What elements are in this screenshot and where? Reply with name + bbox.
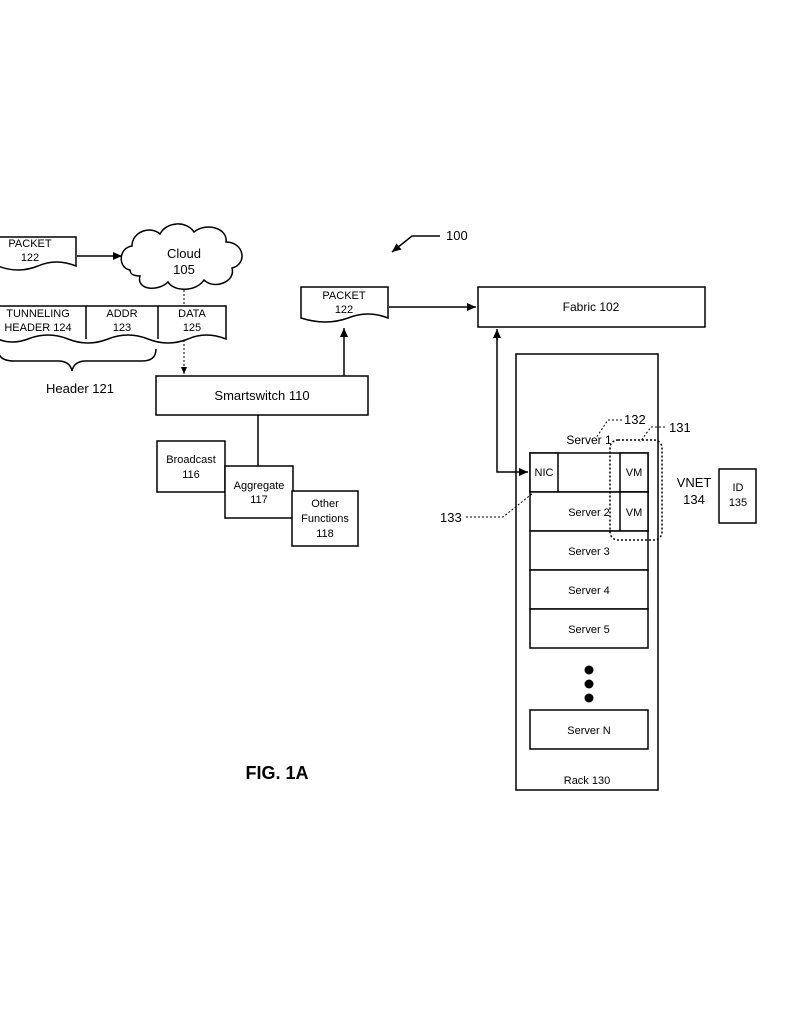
id-line1: ID xyxy=(733,482,744,494)
server2-label: Server 2 xyxy=(568,507,610,519)
server5-box xyxy=(529,608,649,649)
smartswitch-label: Smartswitch 110 xyxy=(214,388,309,403)
server5-label: Server 5 xyxy=(568,624,610,636)
vnet-line1: VNET xyxy=(677,475,712,490)
header-brace xyxy=(0,348,157,372)
ellipsis-dots xyxy=(584,665,594,703)
server1-label: Server 1 xyxy=(566,433,612,447)
tunneling-line2: HEADER 124 xyxy=(4,322,71,334)
vm2-label: VM xyxy=(626,507,643,519)
header-label: Header 121 xyxy=(46,381,114,396)
vm2-box xyxy=(619,491,649,532)
packet-left-line2: 122 xyxy=(21,252,39,264)
packet-mid-line1: PACKET xyxy=(322,290,365,302)
fabric-nic-connector xyxy=(496,332,528,476)
addr-line1: ADDR xyxy=(106,308,137,320)
aggregate-box xyxy=(224,465,294,519)
id-box xyxy=(718,468,757,524)
broadcast-box xyxy=(156,440,226,493)
server3-box xyxy=(529,530,649,571)
ref-132-label: 132 xyxy=(624,412,646,427)
packet-mid: PACKET 122 xyxy=(300,286,389,323)
figure-caption: FIG. 1A xyxy=(245,763,308,783)
ref-133-leader xyxy=(466,492,534,518)
vm1-box xyxy=(619,452,649,493)
figure-ref-label: 100 xyxy=(446,228,468,243)
packet-mid-line2: 122 xyxy=(335,304,353,316)
cloud-line1: Cloud xyxy=(167,246,201,261)
nic-label: NIC xyxy=(535,467,554,479)
vm-group-outline xyxy=(609,439,663,541)
packet-left: PACKET 122 xyxy=(0,236,77,271)
id-line2: 135 xyxy=(729,497,747,509)
data-line2: 125 xyxy=(183,322,201,334)
server3-label: Server 3 xyxy=(568,546,610,558)
rack-label: Rack 130 xyxy=(564,775,610,787)
other-functions-box xyxy=(291,490,359,547)
vnet-line2: 134 xyxy=(683,492,705,507)
server4-box xyxy=(529,569,649,610)
aggregate-line1: Aggregate xyxy=(234,480,285,492)
nic-box xyxy=(529,452,559,493)
fabric-label: Fabric 102 xyxy=(563,300,620,314)
vm1-label: VM xyxy=(626,467,643,479)
packet-fields: TUNNELING HEADER 124 ADDR 123 DATA 125 xyxy=(0,305,227,344)
aggregate-line2: 117 xyxy=(250,494,268,506)
ref-133-label: 133 xyxy=(440,510,462,525)
data-line1: DATA xyxy=(178,308,206,320)
fabric-box xyxy=(477,286,706,328)
ref-132-leader xyxy=(595,419,622,439)
cloud-105: Cloud 105 xyxy=(120,223,243,290)
serverN-label: Server N xyxy=(567,725,610,737)
other-line2: Functions xyxy=(301,513,349,525)
cloud-line2: 105 xyxy=(173,262,195,277)
serverN-box xyxy=(529,709,649,750)
ref-131-label: 131 xyxy=(669,420,691,435)
packet-left-line1: PACKET xyxy=(8,238,51,250)
broadcast-line1: Broadcast xyxy=(166,454,216,466)
figure-ref-100: 100 xyxy=(391,228,468,253)
tunneling-line1: TUNNELING xyxy=(6,308,70,320)
other-line1: Other xyxy=(311,498,339,510)
ref-131-leader xyxy=(639,426,665,443)
broadcast-line2: 116 xyxy=(182,469,200,481)
addr-line2: 123 xyxy=(113,322,131,334)
other-line3: 118 xyxy=(316,528,334,540)
server4-label: Server 4 xyxy=(568,585,610,597)
smartswitch-box xyxy=(155,375,369,416)
